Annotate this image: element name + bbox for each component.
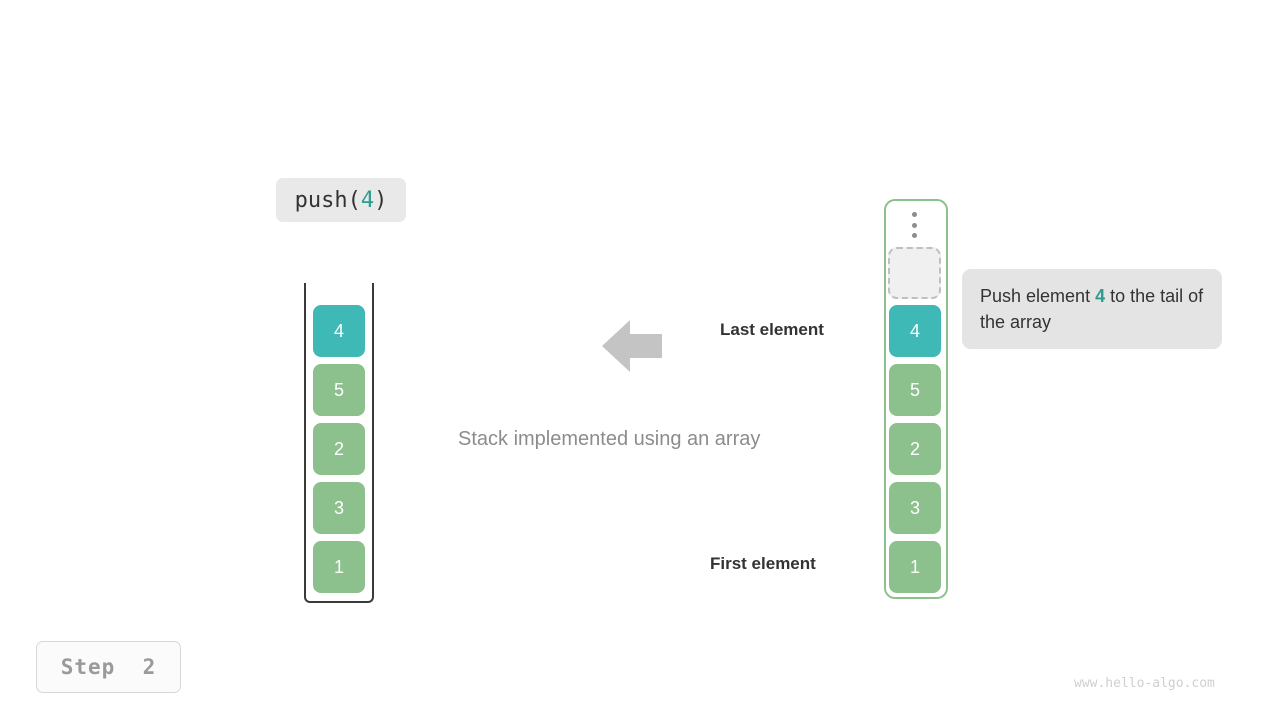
first-element-label: First element — [710, 554, 816, 573]
tooltip-text-after: to the tail of the array — [980, 286, 1204, 333]
tooltip-value: 4 — [1095, 286, 1106, 306]
tooltip-text-before: Push element — [980, 286, 1096, 306]
operation-value: 4 — [360, 187, 375, 213]
array-cell-tail: 4 — [889, 305, 941, 357]
arrow-left-icon — [602, 320, 662, 372]
tooltip-callout: Push element 4 to the tail of the array — [962, 269, 1222, 350]
operation-label: push(4) — [276, 178, 406, 222]
diagram-caption: Stack implemented using an array — [458, 428, 761, 450]
stack-cell: 3 — [313, 482, 365, 534]
stack-cell: 2 — [313, 423, 365, 475]
array-cell: 3 — [889, 482, 941, 534]
stack-cell: 5 — [313, 364, 365, 416]
step-badge: Step 2 — [36, 641, 181, 693]
last-element-label: Last element — [720, 320, 824, 339]
operation-suffix: ) — [374, 187, 388, 213]
stack-container-frame — [304, 283, 374, 603]
array-cell-list: 1 3 2 5 4 — [889, 305, 941, 593]
operation-prefix: push( — [294, 187, 361, 213]
array-cell: 5 — [889, 364, 941, 416]
array-cell: 2 — [889, 423, 941, 475]
vertical-ellipsis-icon — [910, 212, 918, 238]
stack-cell: 1 — [313, 541, 365, 593]
stack-cell-list: 1 3 2 5 4 — [313, 305, 365, 593]
array-empty-slot — [888, 247, 941, 299]
stack-cell-top: 4 — [313, 305, 365, 357]
array-cell: 1 — [889, 541, 941, 593]
watermark: www.hello-algo.com — [1074, 676, 1215, 691]
